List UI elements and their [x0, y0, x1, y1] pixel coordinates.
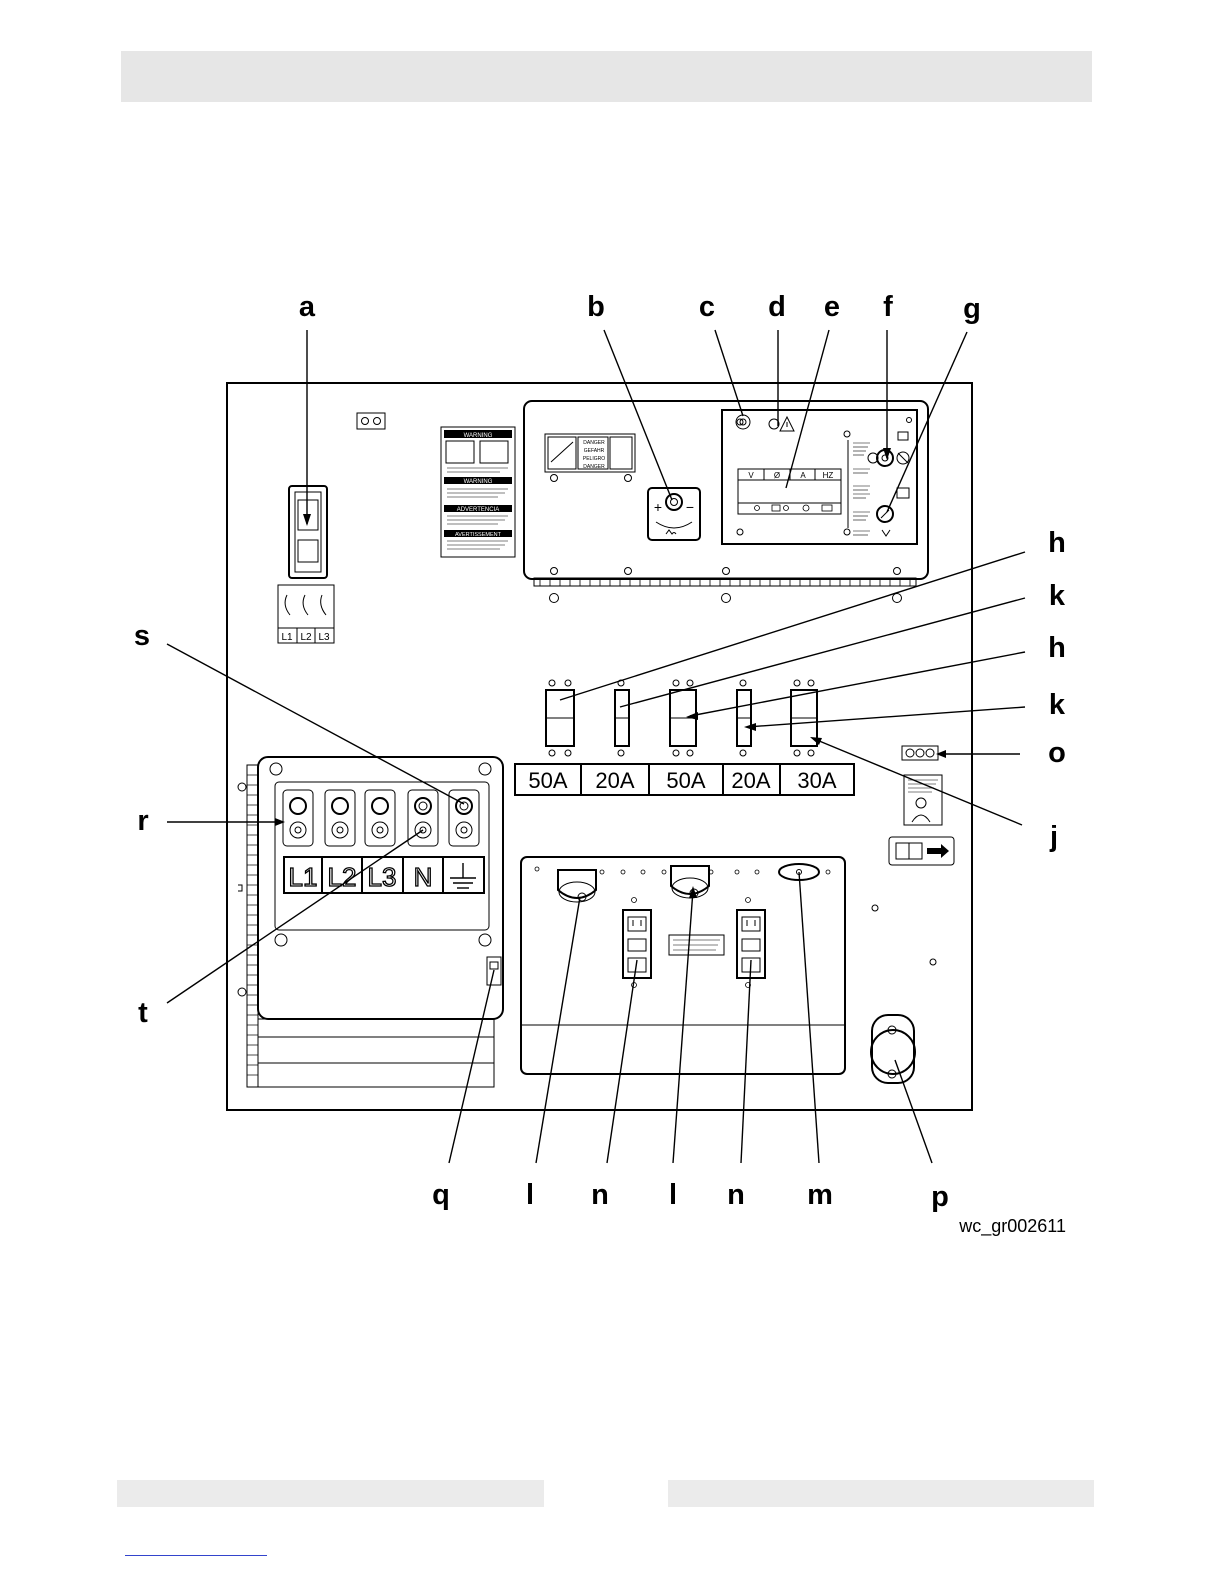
- controller-decal-text: [853, 443, 870, 535]
- terminal-label-1: L1: [289, 862, 318, 892]
- callout-q: q: [432, 1179, 450, 1211]
- knob-plus-label: +: [654, 499, 662, 515]
- callout-d: d: [768, 291, 786, 323]
- callout-l-1: l: [526, 1179, 534, 1211]
- callout-s: s: [134, 620, 150, 652]
- callout-h-2: h: [1048, 632, 1066, 664]
- leader-lines: [167, 330, 1025, 1163]
- panel-outline: [227, 383, 972, 1110]
- circuit-breaker-2[interactable]: [615, 680, 629, 756]
- footer-bar-right: [668, 1480, 1094, 1507]
- terminal-label-2: L2: [328, 862, 357, 892]
- callout-e: e: [824, 291, 840, 323]
- callout-n-2: n: [727, 1179, 745, 1211]
- small-terminal-top: [357, 413, 385, 429]
- screw-right-1: [872, 905, 878, 911]
- caution-decal: [904, 775, 942, 825]
- danger-text-3: PELIGRO: [583, 456, 605, 462]
- warning-title-2: WARNING: [464, 479, 493, 485]
- phase-label-3: L3: [318, 632, 330, 643]
- breaker-rating-3: 50A: [666, 768, 705, 793]
- breaker-rating-4: 20A: [731, 768, 770, 793]
- twist-lock-receptacle-1[interactable]: [558, 870, 596, 902]
- callout-o: o: [1048, 737, 1066, 769]
- phase-label-2: L2: [300, 632, 312, 643]
- callout-c: c: [699, 291, 715, 323]
- twist-lock-receptacle-2[interactable]: [671, 866, 709, 898]
- callout-l-2: l: [669, 1179, 677, 1211]
- meter-col-3: A: [800, 471, 806, 480]
- callout-f: f: [883, 291, 893, 323]
- control-switch[interactable]: [877, 506, 893, 522]
- callout-a: a: [299, 291, 316, 323]
- callout-p: p: [931, 1181, 949, 1213]
- callout-b: b: [587, 291, 605, 323]
- circuit-breaker-5[interactable]: [791, 680, 817, 756]
- output-terminal-1[interactable]: [283, 790, 313, 846]
- manual-decal: [889, 837, 954, 865]
- battery-disconnect[interactable]: [871, 1015, 915, 1083]
- output-terminal-3[interactable]: [365, 790, 395, 846]
- warning-indicator: [769, 417, 794, 431]
- voltage-adjust-knob[interactable]: + −: [648, 488, 700, 540]
- breaker-rating-5: 30A: [797, 768, 836, 793]
- ground-icon: [450, 863, 476, 888]
- terminal-label-strip: L1 L2 L3 N: [284, 857, 484, 893]
- terminal-label-4: N: [414, 862, 433, 892]
- callout-t: t: [138, 997, 148, 1029]
- warning-title-3: ADVERTENCIA: [457, 507, 500, 513]
- meter-col-2: Ø: [774, 471, 780, 480]
- footer-link-underline[interactable]: [125, 1555, 267, 1556]
- terminal-label-3: L3: [368, 862, 397, 892]
- danger-text-2: GEFAHR: [584, 448, 605, 454]
- callout-k-2: k: [1049, 689, 1066, 721]
- meter-col-4: HZ: [823, 471, 834, 480]
- gfci-receptacle-1[interactable]: [623, 910, 651, 978]
- screw-right-2: [930, 959, 936, 965]
- phase-selector-decal: L1 L2 L3: [278, 585, 334, 643]
- terminal-box: [238, 757, 503, 1087]
- meter-col-1: V: [748, 471, 754, 480]
- danger-decal: DANGER GEFAHR PELIGRO DANGER: [545, 434, 635, 472]
- callout-h-1: h: [1048, 527, 1066, 559]
- callout-r: r: [137, 805, 148, 837]
- figure-id: wc_gr002611: [958, 1216, 1066, 1237]
- warning-title-4: AVERTISSEMENT: [455, 532, 502, 538]
- callout-m: m: [807, 1179, 833, 1211]
- main-breaker[interactable]: [289, 486, 327, 578]
- phase-label-1: L1: [281, 632, 293, 643]
- circuit-breaker-1[interactable]: [546, 680, 574, 756]
- warning-decal: WARNING WARNING ADVERTENCIA AVERTISSEMEN…: [441, 427, 515, 557]
- upper-control-box: [524, 401, 928, 603]
- circuit-breaker-4[interactable]: [737, 680, 751, 756]
- breaker-rating-1: 50A: [528, 768, 567, 793]
- callout-j: j: [1049, 821, 1058, 853]
- callout-g: g: [963, 293, 981, 325]
- footer-bar-left: [117, 1480, 544, 1507]
- callout-k-1: k: [1049, 580, 1066, 612]
- danger-text-4: DANGER: [583, 464, 605, 470]
- knob-minus-label: −: [686, 499, 694, 515]
- output-terminal-2[interactable]: [325, 790, 355, 846]
- breaker-rating-2: 20A: [595, 768, 634, 793]
- danger-text-1: DANGER: [583, 440, 605, 446]
- warning-title-1: WARNING: [464, 433, 493, 439]
- receptacle-panel: [521, 857, 845, 1074]
- breaker-rating-strip: 50A 20A 50A 20A 30A: [515, 764, 854, 795]
- callout-n-1: n: [591, 1179, 609, 1211]
- remote-terminal: [902, 746, 938, 760]
